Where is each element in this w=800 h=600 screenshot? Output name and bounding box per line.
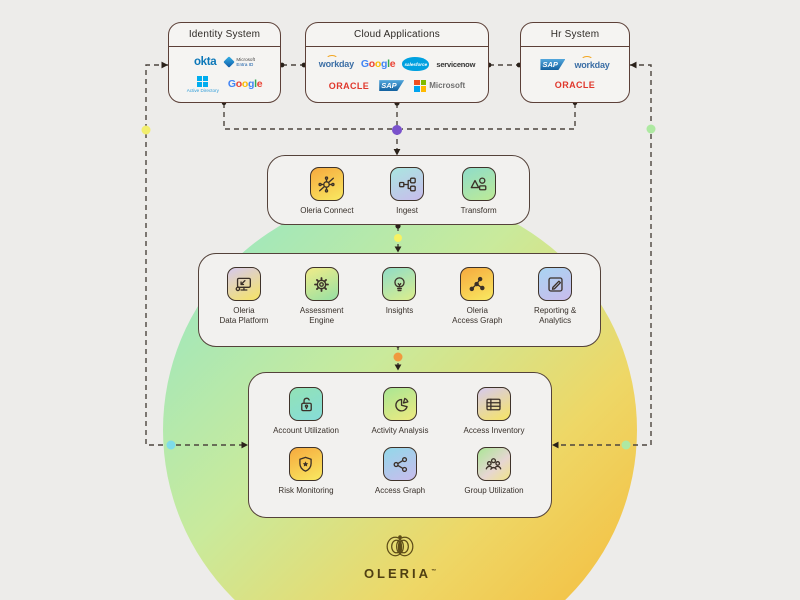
activity-analysis-item: Activity Analysis [372, 387, 428, 436]
servicenow-logo: servicenow [436, 59, 476, 69]
arrowheads [161, 61, 637, 449]
connect-item: Oleria Connect [300, 167, 354, 216]
account-utilization-item: Account Utilization [273, 387, 339, 436]
okta-logo: okta [193, 56, 217, 69]
capability-panel: Account Utilization Activity Analysis [248, 372, 552, 518]
active-directory-logo: Active Directory [187, 75, 219, 93]
windows-icon [197, 75, 209, 87]
pie-chart-icon [394, 397, 409, 412]
microsoft-logo: Microsoft [414, 79, 465, 92]
access-graph-item: Access Graph [375, 447, 425, 496]
purple-node-dot [392, 125, 402, 135]
gear-icon [314, 276, 330, 292]
insights-item: Insights [361, 267, 437, 316]
yellow-flow-dot [394, 234, 402, 242]
oleria-emblem-icon [386, 535, 414, 557]
lightbulb-icon [394, 276, 405, 291]
transform-tile [461, 167, 496, 201]
share-nodes-icon [393, 456, 407, 472]
google-logo: Google [227, 78, 263, 91]
orange-flow-dot [393, 352, 403, 362]
ingest-tile [390, 167, 425, 201]
activity-analysis-tile [383, 387, 417, 421]
green-node-dot-2 [621, 440, 631, 450]
transform-item: Transform [461, 167, 497, 216]
workday-logo: workday [574, 55, 610, 70]
reporting-analytics-item: Reporting &Analytics [517, 267, 593, 327]
insights-tile [382, 267, 417, 301]
microsoft-squares-icon [414, 79, 427, 92]
cloud-applications-title: Cloud Applications [306, 23, 488, 47]
shield-star-icon [299, 456, 313, 472]
green-node-dot [646, 124, 656, 134]
hr-system-title: Hr System [521, 23, 629, 47]
sap-logo: SAP [540, 59, 566, 70]
salesforce-logo: salesforce [402, 57, 430, 72]
right-loop-connector [556, 64, 652, 446]
workday-arc-icon [581, 55, 594, 64]
table-icon [486, 398, 502, 410]
entra-diamond-icon [223, 56, 236, 68]
unlock-icon [300, 397, 312, 411]
access-graph-tile [460, 267, 495, 301]
oracle-logo: ORACLE [554, 80, 596, 90]
risk-monitoring-item: Risk Monitoring [278, 447, 334, 496]
hr-down-connector [402, 103, 576, 130]
yellow-node-dot [141, 125, 151, 135]
workday-logo: workday [319, 55, 354, 69]
oracle-logo: ORACLE [328, 80, 370, 91]
oleria-connect-tile [309, 167, 344, 201]
people-group-icon [486, 457, 502, 470]
cyan-node-dot [166, 440, 176, 450]
network-graph-icon [469, 276, 485, 291]
data-platform-monitor-icon [235, 277, 252, 291]
sap-logo: SAP [379, 80, 405, 92]
risk-monitoring-tile [288, 447, 323, 482]
left-loop-connector [145, 64, 246, 446]
data-platform-tile [226, 267, 261, 301]
access-inventory-tile [476, 387, 511, 421]
connect-panel: Oleria Connect Ingest [267, 155, 530, 225]
google-logo: Google [360, 58, 396, 71]
identity-system-title: Identity System [169, 23, 280, 47]
ingest-branch-icon [398, 177, 416, 191]
access-inventory-item: Access Inventory [464, 387, 524, 436]
oleria-wordmark: OLERIA™ [363, 566, 437, 581]
reporting-tile [538, 267, 573, 301]
transform-shapes-icon [470, 176, 487, 190]
brand-footer: OLERIA™ [0, 533, 800, 581]
access-graph-tile [383, 447, 417, 482]
ingest-item: Ingest [390, 167, 425, 216]
cloud-applications-box: Cloud Applications workday Google salesf… [305, 22, 489, 103]
workday-arc-icon [325, 55, 338, 63]
group-utilization-tile [476, 447, 511, 482]
identity-down-connector [223, 103, 393, 130]
report-edit-icon [547, 276, 563, 292]
connect-hub-icon [318, 175, 335, 193]
account-utilization-tile [289, 387, 323, 421]
hr-system-box: Hr System SAP workday ORACLE [520, 22, 630, 103]
group-utilization-item: Group Utilization [464, 447, 524, 496]
assessment-engine-tile [304, 267, 339, 301]
